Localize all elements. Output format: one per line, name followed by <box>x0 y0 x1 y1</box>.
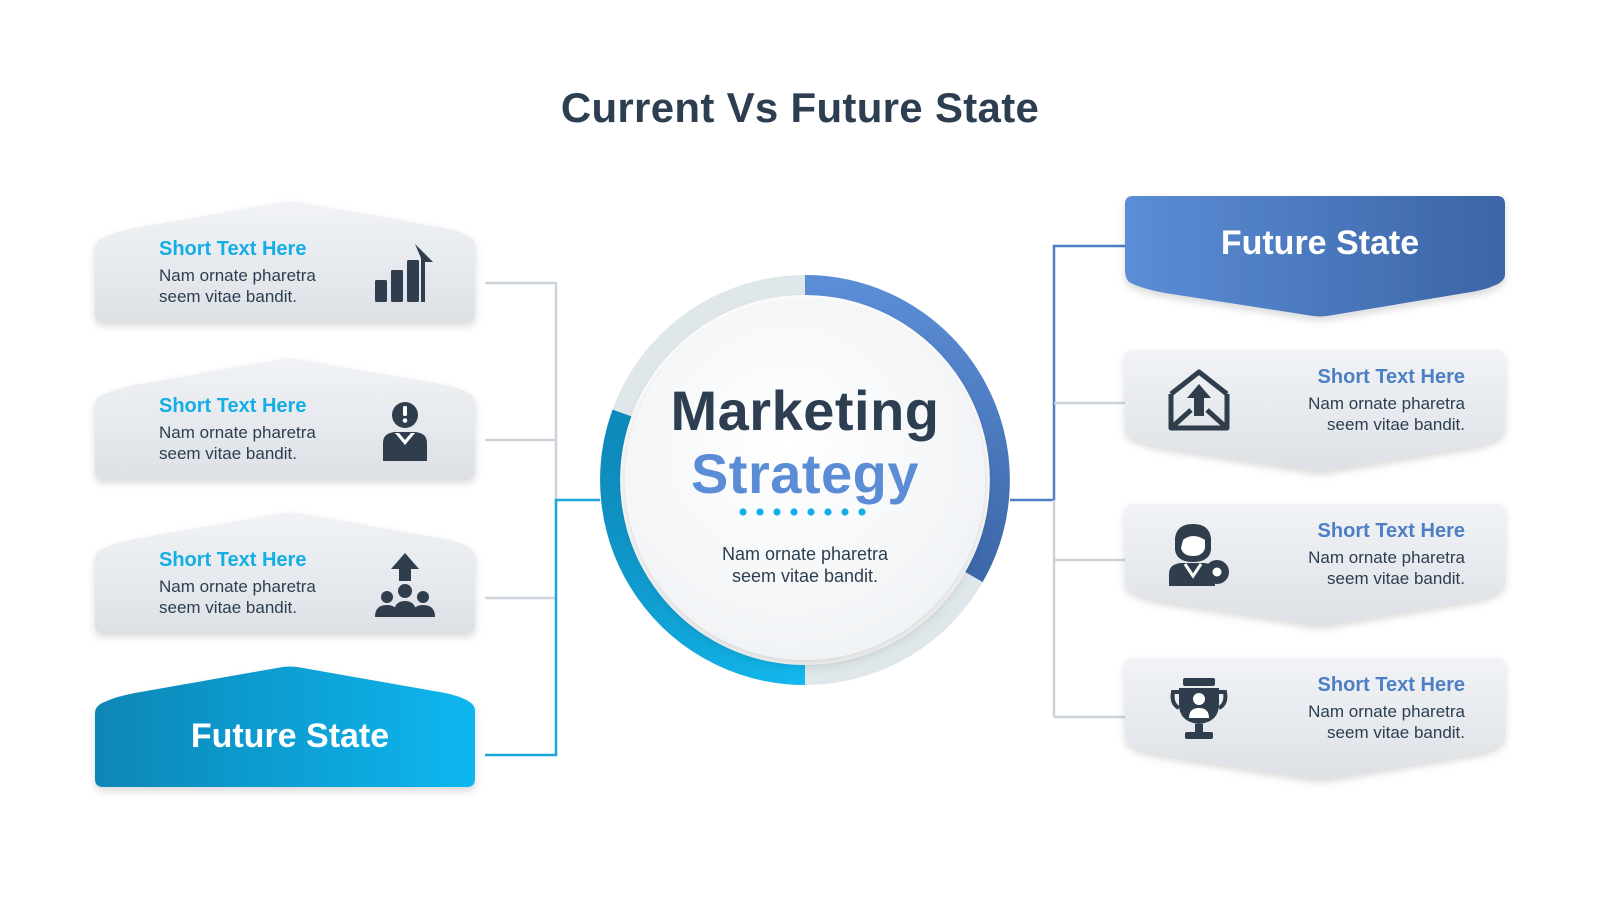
left-card-3: Short Text Here Nam ornate pharetra seem… <box>95 511 485 639</box>
center-title-line1: Marketing <box>670 379 940 442</box>
right-card-3: Short Text Here Nam ornate pharetra seem… <box>1125 658 1515 786</box>
card-heading: Short Text Here <box>1317 366 1465 388</box>
left-future-state-banner: Future State <box>95 665 485 793</box>
left-card-1: Short Text Here Nam ornate pharetra seem… <box>95 200 485 328</box>
card-body: Nam ornate pharetra seem vitae bandit. <box>1308 394 1465 434</box>
businessman-alert-icon <box>383 402 427 461</box>
card-body: Nam ornate pharetra seem vitae bandit. <box>1308 548 1465 588</box>
center-ring <box>600 275 1010 685</box>
left-card-2: Short Text Here Nam ornate pharetra seem… <box>95 357 485 485</box>
user-settings-icon <box>1169 524 1229 586</box>
card-heading: Short Text Here <box>159 238 307 260</box>
card-heading: Short Text Here <box>159 549 307 571</box>
right-future-state-banner: Future State <box>1125 196 1515 324</box>
center-title-line2: Strategy <box>690 442 920 505</box>
card-heading: Short Text Here <box>159 395 307 417</box>
card-heading: Short Text Here <box>1317 674 1465 696</box>
card-body: Nam ornate pharetra seem vitae bandit. <box>1308 702 1465 742</box>
trophy-user-icon <box>1170 678 1228 739</box>
team-growth-icon <box>375 553 435 617</box>
right-card-2: Short Text Here Nam ornate pharetra seem… <box>1125 504 1515 632</box>
card-body: Nam ornate pharetra seem vitae bandit. <box>159 577 316 617</box>
card-heading: Short Text Here <box>1317 520 1465 542</box>
banner-label: Future State <box>1220 224 1420 262</box>
right-card-1: Short Text Here Nam ornate pharetra seem… <box>1125 350 1515 478</box>
growth-chart-icon <box>375 244 433 302</box>
card-body: Nam ornate pharetra seem vitae bandit. <box>159 423 316 463</box>
mail-upload-icon <box>1168 369 1230 431</box>
page-title: Current Vs Future State <box>560 84 1040 131</box>
banner-label: Future State <box>190 717 390 755</box>
center-description: Nam ornate pharetra seem vitae bandit. <box>721 544 889 586</box>
card-body: Nam ornate pharetra seem vitae bandit. <box>159 266 316 306</box>
